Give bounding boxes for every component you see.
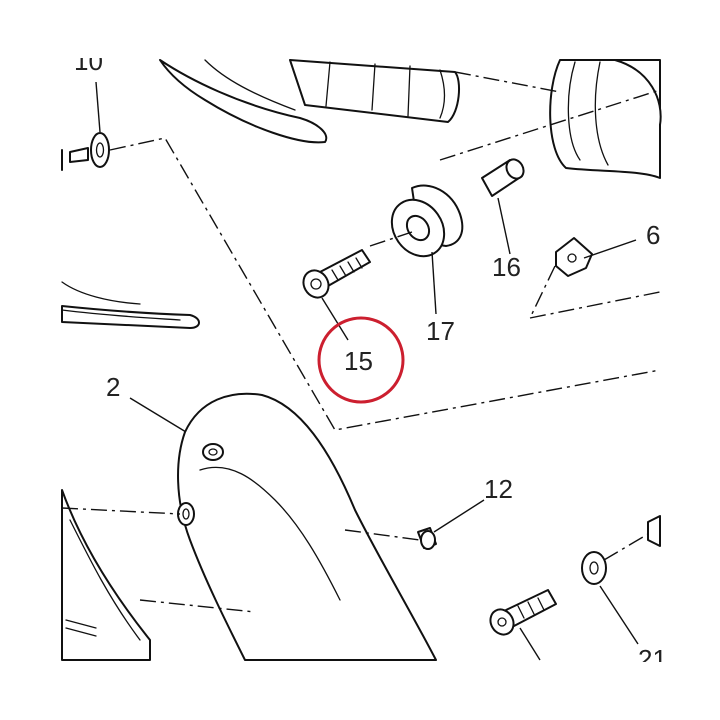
callout-labels: 10 6 16 17 15 2 12 21 xyxy=(74,46,667,674)
grommet-17 xyxy=(390,184,464,258)
bolt-washer-21 xyxy=(489,515,661,636)
lower-left-body-part xyxy=(61,489,151,661)
callout-16: 16 xyxy=(492,252,521,282)
callout-17: 17 xyxy=(426,316,455,346)
washer-bolt-10 xyxy=(61,132,110,171)
assembly-lines-lower xyxy=(61,507,649,613)
side-fin-part xyxy=(61,281,200,329)
callout-2: 2 xyxy=(106,372,120,402)
highlight-circle xyxy=(317,316,405,404)
callout-15: 15 xyxy=(344,346,373,376)
rear-cover-part xyxy=(549,59,662,179)
nut-12 xyxy=(417,527,437,550)
assembly-lines-upper xyxy=(109,71,661,431)
callout-6: 6 xyxy=(646,220,660,250)
muffler-outlet-part xyxy=(159,59,461,144)
leader-lines xyxy=(95,81,639,661)
spacer-16 xyxy=(481,158,525,197)
clip-6 xyxy=(555,237,593,277)
heat-shield-panel-2 xyxy=(177,392,437,661)
callout-12: 12 xyxy=(484,474,513,504)
bolt-15 xyxy=(302,249,371,299)
